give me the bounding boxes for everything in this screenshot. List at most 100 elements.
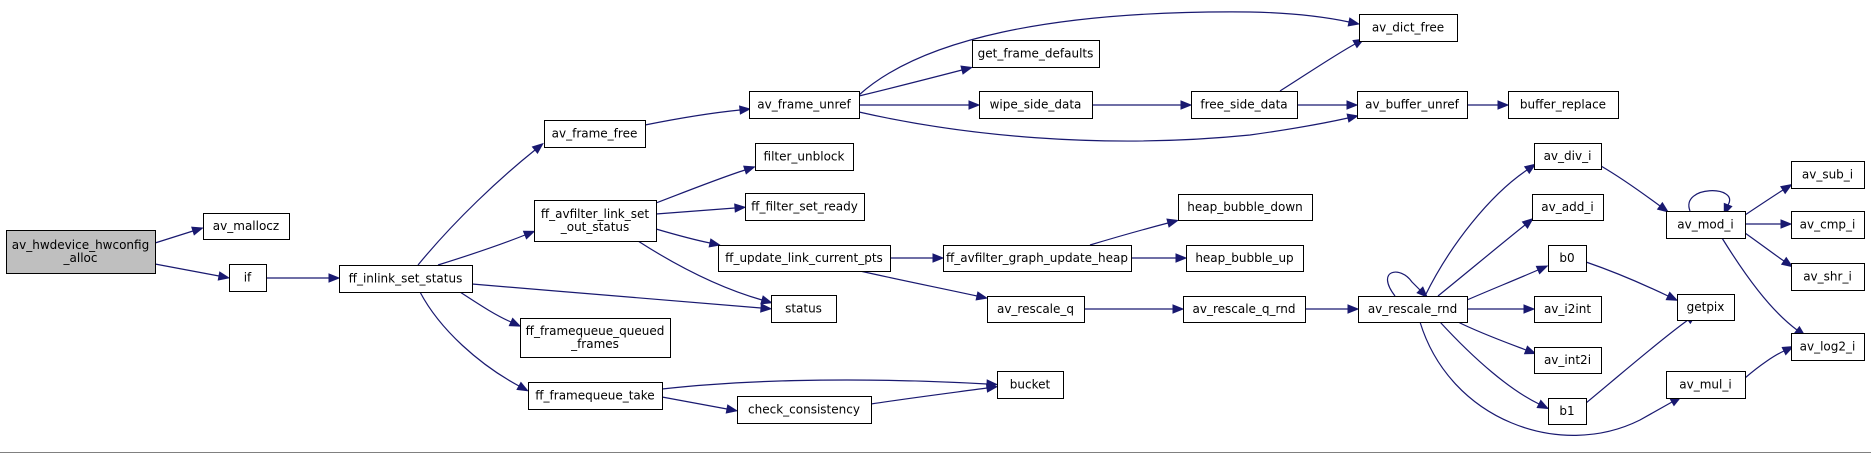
edge-ff-inlink-set-status-to-av-frame-free-arrowhead [531,142,544,155]
node-label: get_frame_defaults [978,47,1094,61]
edge-av-frame-unref-to-get-frame-defaults-arrowhead [960,65,973,75]
node-label: av_frame_unref [757,98,851,112]
edge-av-rescale-rnd-to-av-add-i-arrowhead [1521,217,1534,230]
node-av-log2-i[interactable]: av_log2_i [1791,333,1865,361]
node-status[interactable]: status [771,295,837,323]
node-bucket[interactable]: bucket [997,371,1064,399]
node-ff-avfilter-link-set-out-status[interactable]: ff_avfilter_link_set_out_status [534,200,657,242]
edge-av-mul-i-to-av-log2-i [1744,350,1785,379]
node-av-rescale-rnd[interactable]: av_rescale_rnd [1358,296,1468,323]
node-box [1178,194,1313,221]
node-label: free_side_data [1200,98,1287,112]
edge-av-frame-free-to-av-frame-unref [644,109,741,126]
node-heap-bubble-up[interactable]: heap_bubble_up [1186,245,1304,272]
node-ff-framequeue-take[interactable]: ff_framequeue_take [528,382,663,410]
node-label: _out_status [560,220,630,234]
edge-av-mod-i-to-av-sub-i-arrowhead [1780,183,1793,195]
node-label: av_int2i [1544,353,1591,367]
node-av-int2i[interactable]: av_int2i [1534,347,1602,374]
edge-ff-inlink-set-status-to-ff-avfilter-link-set-out-status [437,234,526,266]
node-box [1666,211,1746,239]
node-av-mul-i[interactable]: av_mul_i [1666,371,1746,399]
node-av-frame-free[interactable]: av_frame_free [544,120,646,148]
edge-ff-update-link-current-pts-to-av-rescale-q-arrowhead [975,291,989,301]
edge-av-rescale-rnd-to-b0-arrowhead [1535,265,1549,275]
edge-b0-to-getpix-arrowhead [1665,291,1679,301]
node-av-rescale-q-rnd[interactable]: av_rescale_q_rnd [1183,296,1306,323]
node-b1[interactable]: b1 [1548,398,1587,425]
node-av-div-i[interactable]: av_div_i [1534,143,1602,170]
edge-ff-framequeue-take-to-check-consistency-arrowhead [725,404,739,414]
edge-av-rescale-rnd-to-av-rescale-rnd-arrowhead [1416,286,1429,299]
node-av-mallocz[interactable]: av_mallocz [203,213,290,240]
node-filter-unblock[interactable]: filter_unblock [755,143,854,171]
edge-av-rescale-rnd-to-av-rescale-rnd [1387,271,1421,297]
node-ff-framequeue-queued-frames[interactable]: ff_framequeue_queued_frames [520,318,671,358]
edge-ff-avfilter-link-set-out-status-to-ff-update-link-current-pts [655,228,711,244]
node-box [1357,91,1468,119]
edge-av-buffer-unref-to-buffer-replace-arrowhead [1497,100,1510,110]
node-ff-update-link-current-pts[interactable]: ff_update_link_current_pts [718,245,891,272]
node-if[interactable]: if [229,264,267,292]
edge-ff-inlink-set-status-to-ff-framequeue-queued-frames [459,291,512,323]
edge-av-rescale-rnd-to-av-int2i [1457,321,1527,351]
node-label: av_mallocz [213,219,279,233]
node-av-shr-i[interactable]: av_shr_i [1791,263,1865,291]
node-av-mod-i[interactable]: av_mod_i [1666,211,1746,239]
edge-ff-avfilter-graph-update-heap-to-heap-bubble-down-arrowhead [1166,218,1179,228]
node-label: av_div_i [1544,149,1592,163]
node-av-frame-unref[interactable]: av_frame_unref [749,91,860,119]
node-av-dict-free[interactable]: av_dict_free [1359,14,1458,42]
node-wipe-side-data[interactable]: wipe_side_data [979,91,1093,119]
edge-av-frame-unref-to-av-dict-free [858,11,1350,96]
edge-av-mod-i-to-av-cmp-i-arrowhead [1780,219,1793,229]
node-b0[interactable]: b0 [1548,245,1587,272]
edge-check-consistency-to-bucket-arrowhead [985,383,999,393]
node-box [544,120,646,148]
node-box [749,91,860,119]
node-box [1358,296,1468,323]
node-ff-inlink-set-status[interactable]: ff_inlink_set_status [339,265,473,293]
node-box [1548,398,1587,425]
edge-free-side-data-to-av-dict-free [1279,43,1356,92]
node-ff-avfilter-graph-update-heap[interactable]: ff_avfilter_graph_update_heap [943,245,1132,272]
node-av-sub-i[interactable]: av_sub_i [1791,161,1865,189]
edge-ff-avfilter-link-set-out-status-to-filter-unblock-arrowhead [743,165,756,175]
node-label: av_shr_i [1803,270,1852,284]
node-ff-filter-set-ready[interactable]: ff_filter_set_ready [745,193,865,221]
node-box [1183,296,1306,323]
node-av-buffer-unref[interactable]: av_buffer_unref [1357,91,1468,119]
node-box [1508,91,1619,119]
node-check-consistency[interactable]: check_consistency [737,396,872,424]
node-av-add-i[interactable]: av_add_i [1532,194,1604,221]
node-box [1534,347,1602,374]
node-get-frame-defaults[interactable]: get_frame_defaults [972,40,1100,68]
node-box [1186,245,1304,272]
node-av-rescale-q[interactable]: av_rescale_q [987,296,1085,323]
edge-root-to-av-mallocz-arrowhead [191,226,204,236]
node-label: av_rescale_rnd [1368,302,1457,316]
edge-av-mod-i-to-av-log2-i [1721,237,1798,331]
node-free-side-data[interactable]: free_side_data [1191,91,1298,119]
edge-av-rescale-rnd-to-av-i2int-arrowhead [1523,304,1536,314]
node-label: getpix [1687,300,1725,314]
edge-ff-avfilter-link-set-out-status-to-ff-filter-set-ready-arrowhead [734,203,747,213]
node-box [1677,294,1735,321]
node-box [1666,371,1746,399]
edge-av-rescale-rnd-to-av-int2i-arrowhead [1523,345,1537,355]
node-label: b0 [1559,251,1574,265]
edge-av-frame-unref-to-av-dict-free-arrowhead [1347,17,1361,27]
node-box [339,265,473,293]
edge-root-to-if [154,263,220,277]
node-getpix[interactable]: getpix [1677,294,1735,321]
edge-av-rescale-rnd-to-b0 [1466,269,1539,301]
node-heap-bubble-down[interactable]: heap_bubble_down [1178,194,1313,221]
node-root[interactable]: av_hwdevice_hwconfig_alloc [6,230,156,274]
node-label: av_dict_free [1372,21,1444,35]
node-buffer-replace[interactable]: buffer_replace [1508,91,1619,119]
node-av-i2int[interactable]: av_i2int [1534,296,1602,323]
node-av-cmp-i[interactable]: av_cmp_i [1791,211,1865,239]
node-box [534,200,657,242]
